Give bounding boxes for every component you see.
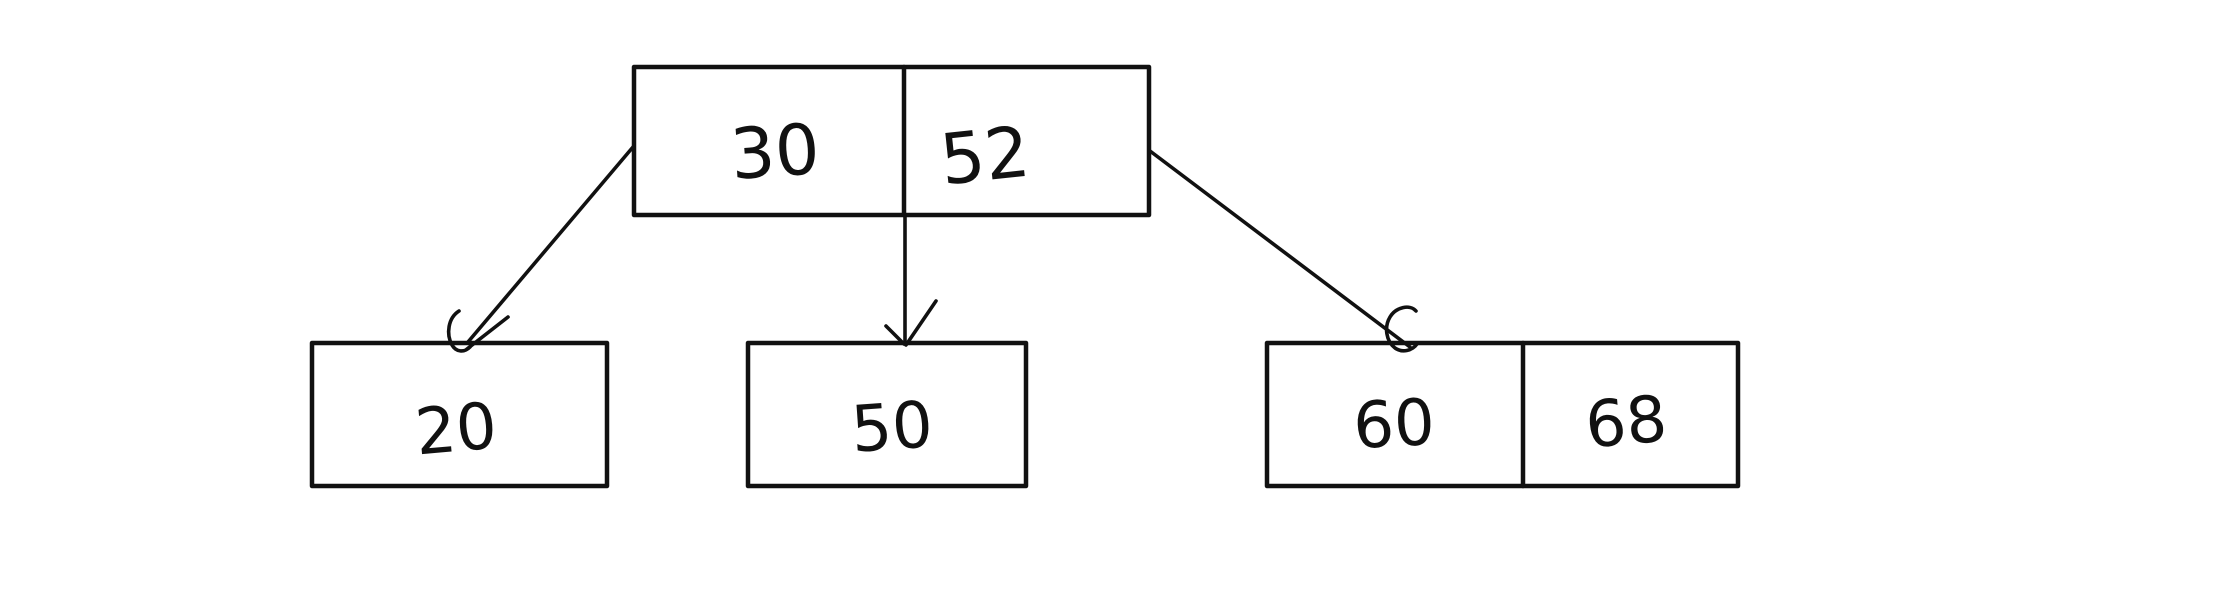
root-node-box — [631, 64, 1152, 218]
root-node: 30 52 — [631, 64, 1152, 218]
edge-root-to-middle-child — [884, 213, 938, 347]
arrowhead-icon — [904, 299, 938, 347]
left-child-node: 20 — [309, 340, 610, 489]
middle-child-key: 50 — [849, 388, 935, 468]
left-child-box — [309, 340, 610, 489]
root-key-1: 52 — [936, 111, 1033, 202]
middle-child-node: 50 — [745, 340, 1029, 489]
right-child-key-0: 60 — [1351, 386, 1436, 464]
edge-root-to-right-child — [1148, 149, 1419, 353]
right-child-node: 60 68 — [1264, 340, 1741, 489]
left-child-key: 20 — [412, 390, 500, 471]
edge-root-to-left-child — [446, 145, 635, 353]
edge-line — [1148, 149, 1412, 349]
right-child-box — [1264, 340, 1741, 489]
middle-child-box — [745, 340, 1029, 489]
root-key-0: 30 — [728, 108, 823, 196]
right-child-key-1: 68 — [1582, 383, 1670, 464]
edge-line — [466, 145, 635, 344]
arrowhead-icon — [1384, 305, 1419, 353]
